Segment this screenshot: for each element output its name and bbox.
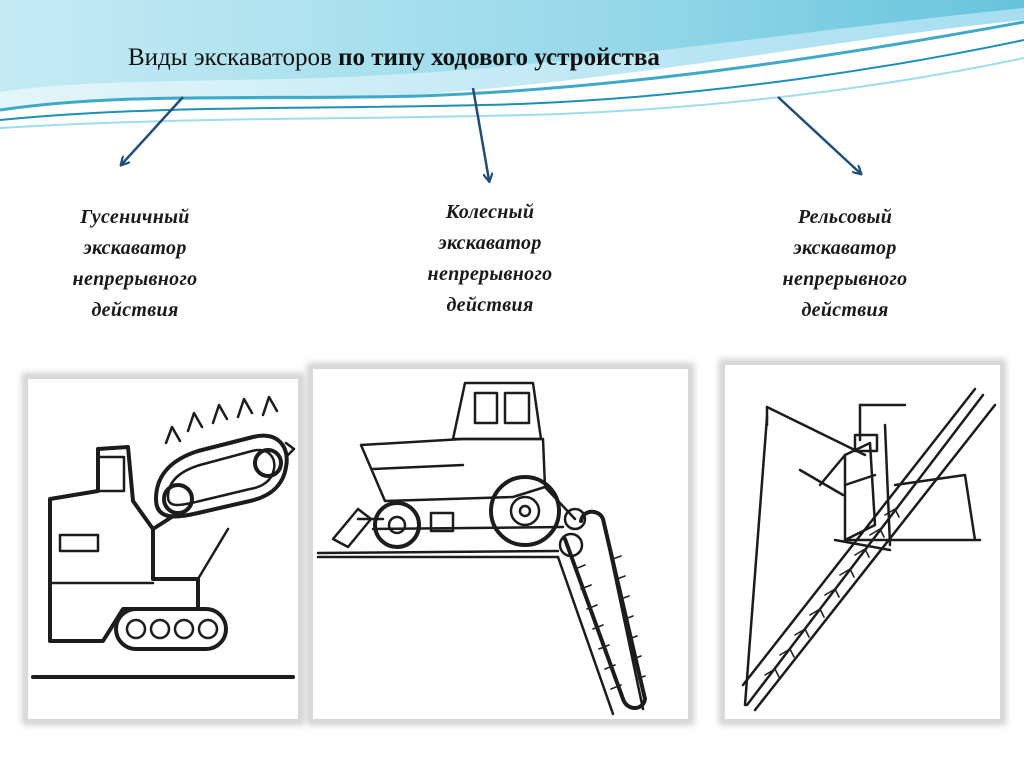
- header-wave-decoration: [0, 0, 1024, 129]
- wheeled-excavator-drawing: [316, 381, 647, 716]
- crawler-excavator-drawing: [31, 395, 296, 679]
- category-label-crawler: Гусеничный экскаватор непрерывного дейст…: [72, 206, 198, 321]
- drawing-frame-crawler: [25, 376, 301, 722]
- category-label-rail: Рельсовый экскаватор непрерывного действ…: [782, 206, 908, 321]
- arrow-to-rail: [777, 96, 860, 173]
- rail-excavator-drawing: [741, 387, 997, 712]
- title-regular: Виды экскаваторов: [128, 44, 332, 71]
- arrow-to-wheeled: [471, 87, 489, 180]
- drawing-frame-rail: [722, 362, 1003, 722]
- category-label-wheeled: Колесный экскаватор непрерывного действи…: [427, 201, 553, 316]
- category-arrows: [0, 87, 1024, 200]
- title-bold: по типу ходового устройства: [338, 44, 660, 71]
- arrow-to-crawler: [122, 96, 184, 164]
- drawing-frame-wheeled: [310, 366, 691, 722]
- slide-title: Виды экскаваторов по типу ходового устро…: [128, 44, 660, 72]
